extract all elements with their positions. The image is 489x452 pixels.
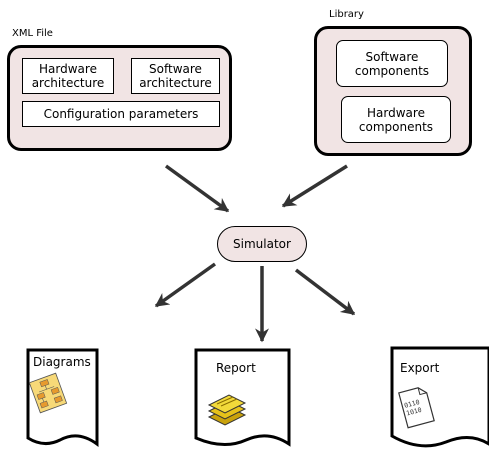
hardware-architecture-box: Hardware architecture [22, 58, 114, 94]
library-label: Library [329, 9, 364, 20]
simulator-label: Simulator [233, 237, 291, 251]
configuration-parameters-label: Configuration parameters [43, 107, 199, 121]
stacked-documents-icon [207, 394, 247, 426]
arrow-library-to-simulator [281, 164, 348, 208]
diagrams-title: Diagrams [33, 355, 91, 369]
configuration-parameters-box: Configuration parameters [22, 101, 220, 127]
hierarchy-chart-icon [28, 372, 68, 414]
arrow-simulator-to-export [294, 268, 356, 316]
software-architecture-line1: Software [149, 62, 202, 76]
binary-file-icon [398, 387, 435, 429]
software-components-line2: components [354, 63, 430, 78]
hardware-components-line1: Hardware [367, 105, 425, 120]
hardware-architecture-line2: architecture [31, 76, 105, 90]
hardware-components-line2: components [358, 119, 434, 134]
simulator-node: Simulator [217, 226, 307, 262]
xml-file-label: XML File [12, 28, 53, 39]
arrow-simulator-to-diagrams [154, 262, 217, 308]
software-components-box: Software components [336, 40, 448, 87]
software-architecture-box: Software architecture [131, 58, 220, 94]
report-title: Report [216, 361, 256, 375]
hardware-components-box: Hardware components [341, 96, 451, 143]
software-components-line1: Software [365, 49, 419, 64]
hardware-architecture-line1: Hardware [39, 62, 97, 76]
export-bits-line2: 1010 [405, 406, 422, 418]
software-architecture-line2: architecture [139, 76, 212, 90]
export-bits-line1: 0110 [403, 398, 420, 410]
export-title: Export [400, 361, 440, 375]
arrow-xml-to-simulator [164, 164, 230, 213]
